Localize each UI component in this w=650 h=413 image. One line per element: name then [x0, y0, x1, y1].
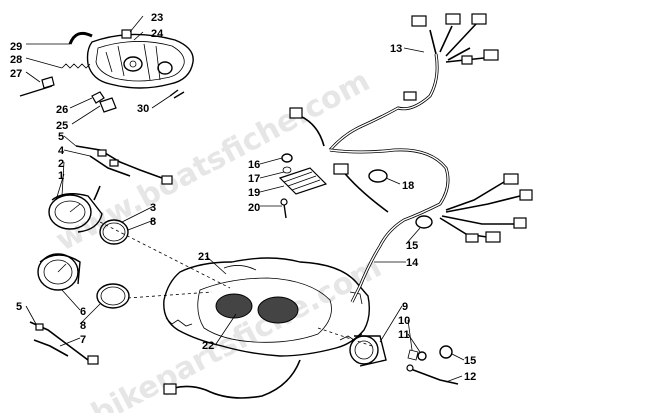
headlight-assembly [19, 29, 194, 113]
callout-5-upper: 5 [58, 131, 64, 143]
callout-24: 24 [151, 28, 164, 40]
alignment-lines [99, 221, 373, 347]
main-wiring-harness [163, 13, 533, 399]
callout-20: 20 [248, 202, 260, 214]
callout-29: 29 [10, 41, 22, 53]
callout-26: 26 [56, 104, 68, 116]
tachometer-gauge [48, 193, 129, 245]
watermark: www.boatsfiche.com bikepartsfiche.com [50, 63, 387, 413]
callout-8-lower: 8 [80, 320, 86, 332]
callout-22: 22 [202, 340, 214, 352]
callout-15-lower: 15 [464, 355, 476, 367]
callout-25: 25 [56, 120, 68, 132]
callout-17: 17 [248, 173, 260, 185]
callout-14: 14 [406, 257, 419, 269]
watermark-text-2: bikepartsfiche.com [86, 250, 387, 413]
callout-19: 19 [248, 187, 260, 199]
callout-16: 16 [248, 159, 260, 171]
callout-8-upper: 8 [150, 216, 156, 228]
callout-5-lower: 5 [16, 301, 22, 313]
instrument-console [163, 257, 371, 357]
callout-30: 30 [137, 103, 149, 115]
callout-18: 18 [402, 180, 414, 192]
accessory-gauge [349, 335, 459, 385]
voltage-regulator [278, 153, 388, 219]
callout-2: 2 [58, 158, 64, 170]
leader-lines [25, 15, 465, 383]
callout-6: 6 [80, 306, 86, 318]
callout-labels: 23 24 29 28 27 26 25 30 5 4 2 1 3 8 5 6 … [10, 12, 476, 383]
callout-7: 7 [80, 334, 86, 346]
speedometer-gauge [37, 253, 130, 309]
callout-28: 28 [10, 54, 22, 66]
callout-23: 23 [151, 12, 163, 24]
callout-4: 4 [58, 145, 65, 157]
callout-10: 10 [398, 315, 410, 327]
callout-12: 12 [464, 371, 476, 383]
callout-13: 13 [390, 43, 402, 55]
callout-11: 11 [398, 329, 410, 341]
speedo-wiring-harness [29, 321, 99, 365]
tach-wiring-harness [75, 145, 173, 201]
callout-3: 3 [150, 202, 156, 214]
callout-1: 1 [58, 170, 64, 182]
callout-15-upper: 15 [406, 240, 418, 252]
callout-9: 9 [402, 301, 408, 313]
callout-27: 27 [10, 68, 22, 80]
callout-21: 21 [198, 251, 210, 263]
